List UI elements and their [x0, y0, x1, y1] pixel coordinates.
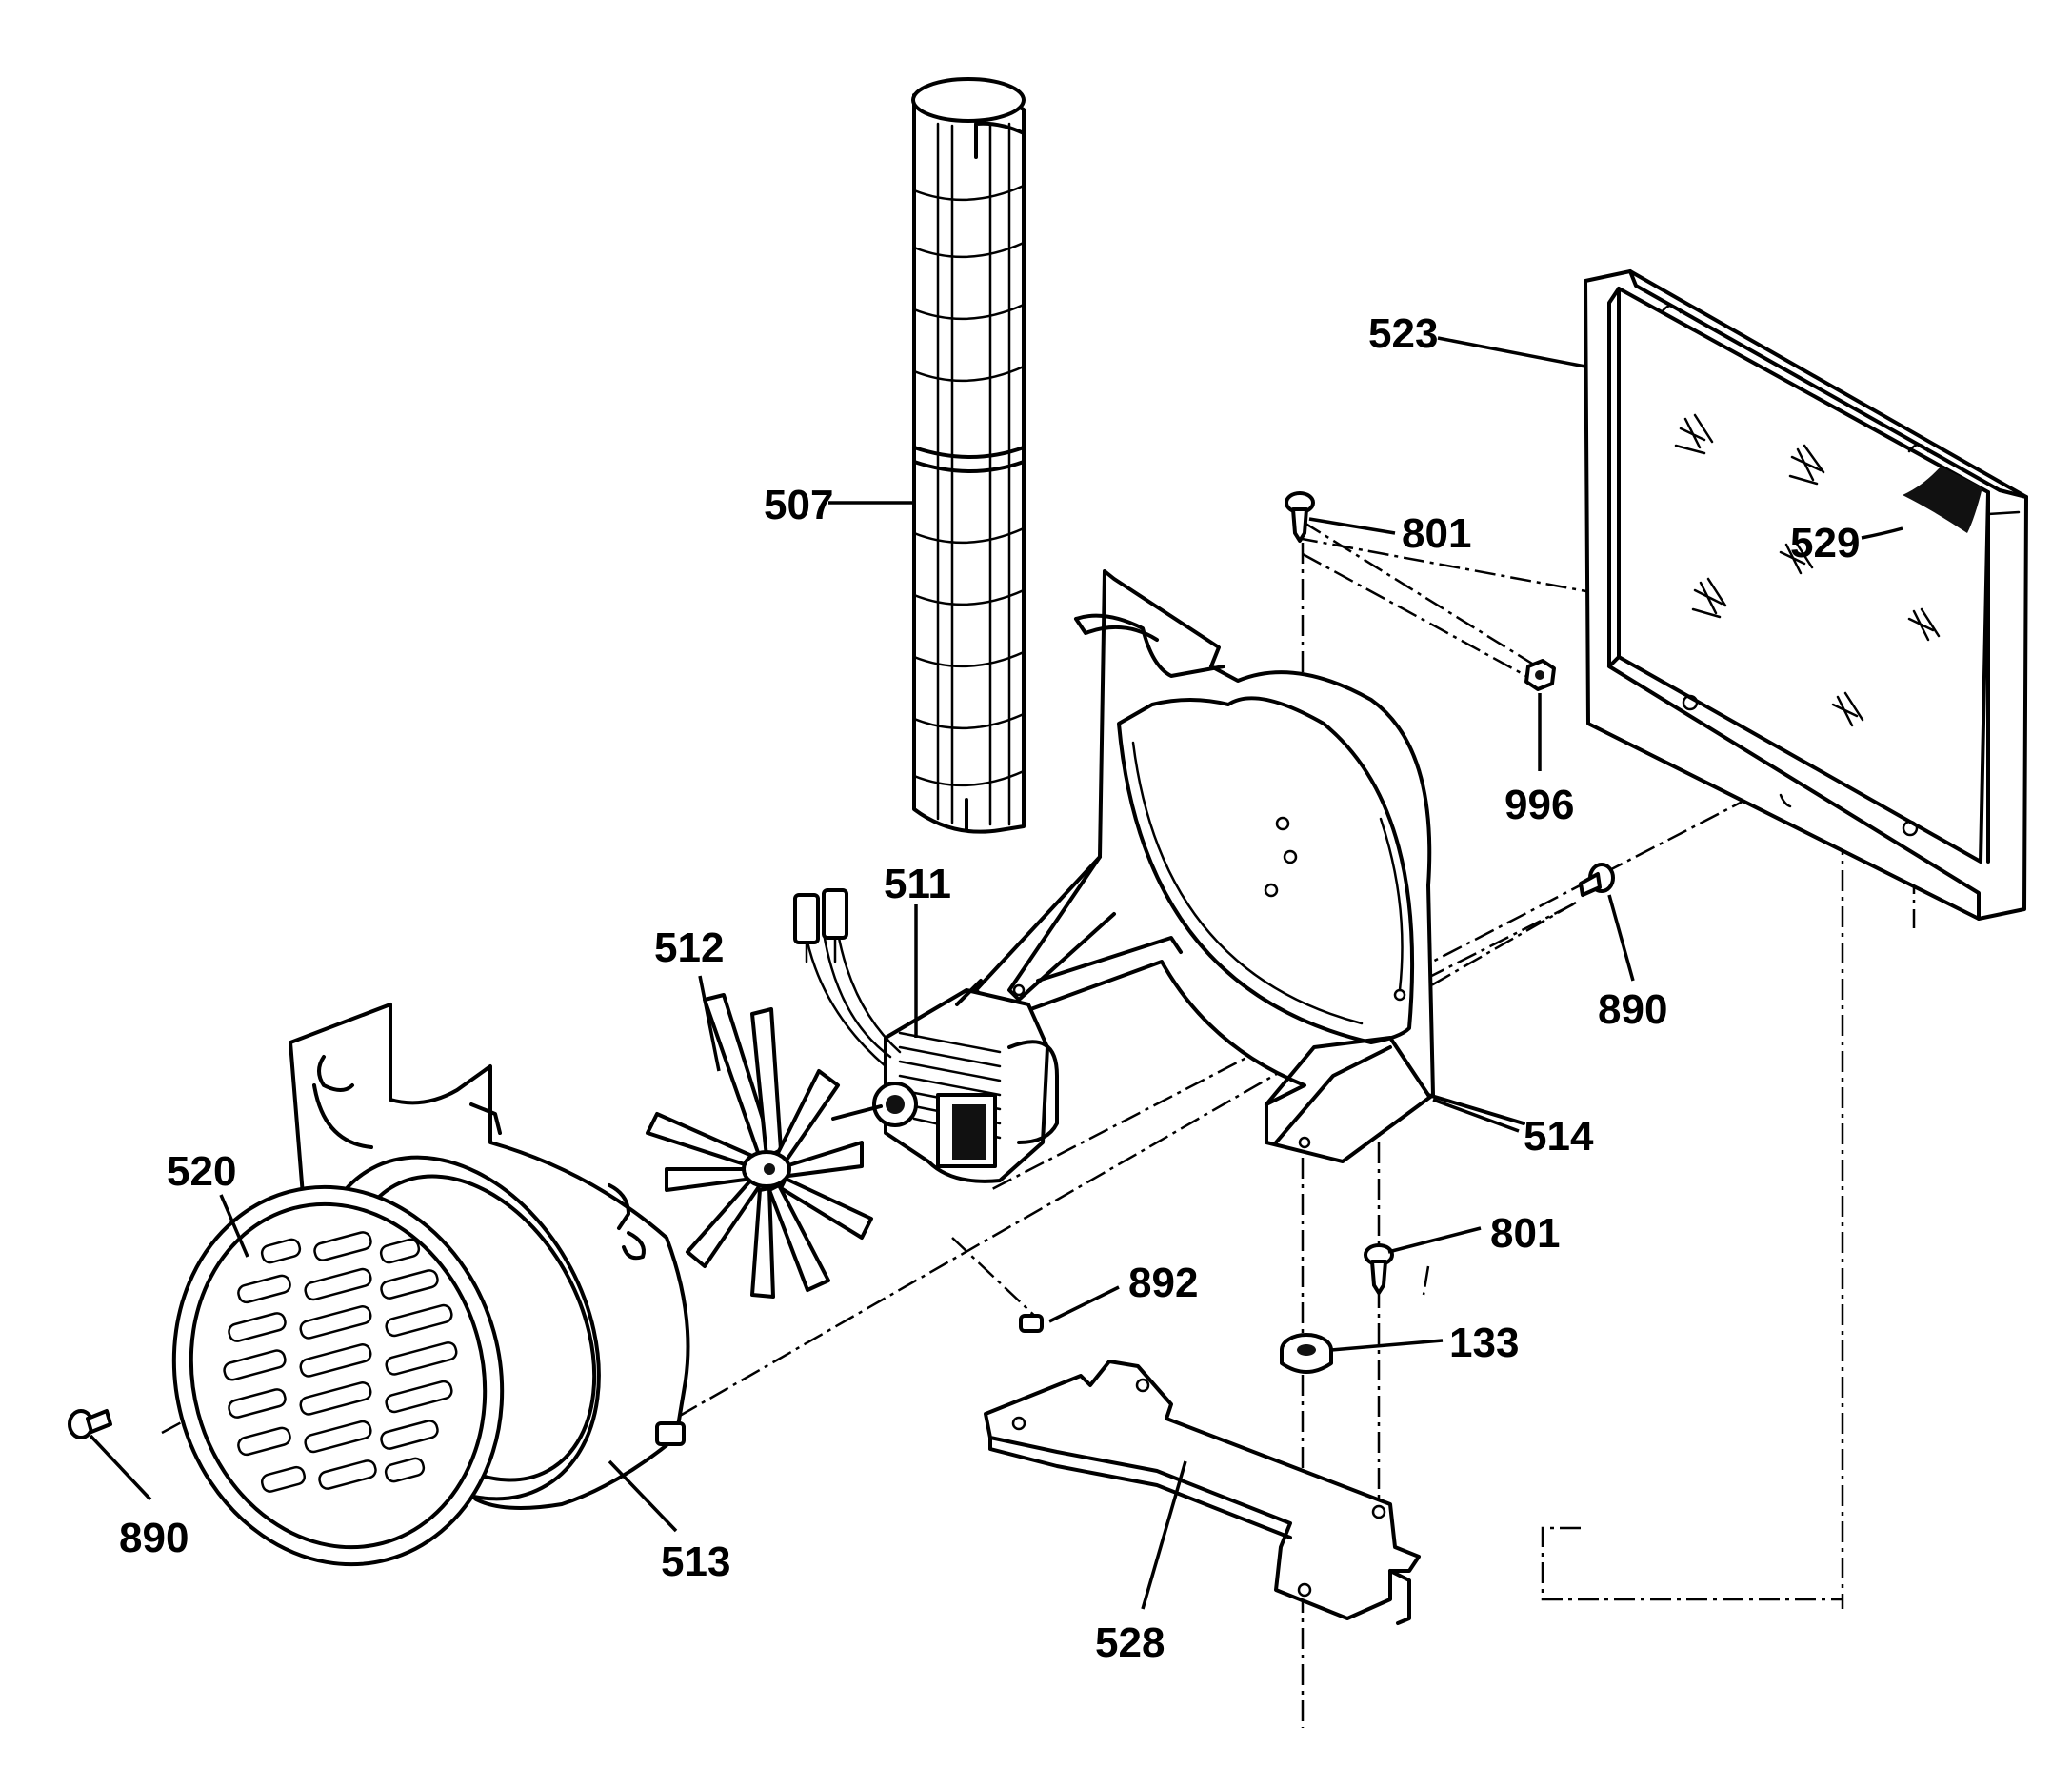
- callout-523: 523: [1368, 310, 1438, 357]
- callout-801-upper: 801: [1402, 510, 1471, 557]
- callout-514: 514: [1524, 1113, 1594, 1160]
- screw-801-upper: [1285, 491, 1315, 543]
- screw-890-right: [1579, 863, 1615, 897]
- nut-996: [1524, 659, 1556, 691]
- motor-511: [793, 888, 1059, 1183]
- callout-528: 528: [1095, 1619, 1165, 1666]
- callout-133: 133: [1449, 1320, 1519, 1366]
- callout-520: 520: [167, 1148, 236, 1195]
- grommet-133: [1280, 1333, 1333, 1374]
- callout-513: 513: [661, 1539, 730, 1585]
- enclosure-panel-523: [1584, 269, 2028, 921]
- callout-512: 512: [654, 924, 724, 971]
- callout-996: 996: [1504, 782, 1574, 828]
- callout-892: 892: [1128, 1260, 1198, 1306]
- callout-507: 507: [764, 482, 833, 528]
- callout-801-lower: 801: [1490, 1210, 1560, 1257]
- screw-801-lower: [1364, 1243, 1394, 1295]
- motor-bracket-514: [974, 569, 1525, 1163]
- blower-wheel-507: [911, 77, 1026, 834]
- grille-520: [171, 1184, 505, 1567]
- screw-890-left: [68, 1409, 112, 1439]
- callout-890-right: 890: [1598, 986, 1667, 1033]
- callout-529: 529: [1790, 520, 1860, 566]
- mounting-plate-528: [984, 1360, 1421, 1625]
- callout-511: 511: [884, 861, 951, 907]
- leader-lines: [89, 336, 1903, 1610]
- callout-labels: 507 523 801 529 996 511 512 890 514 520 …: [119, 310, 1860, 1666]
- clip-892: [1019, 1314, 1044, 1333]
- callout-890-left: 890: [119, 1515, 189, 1561]
- fan-blade-512: [646, 993, 873, 1299]
